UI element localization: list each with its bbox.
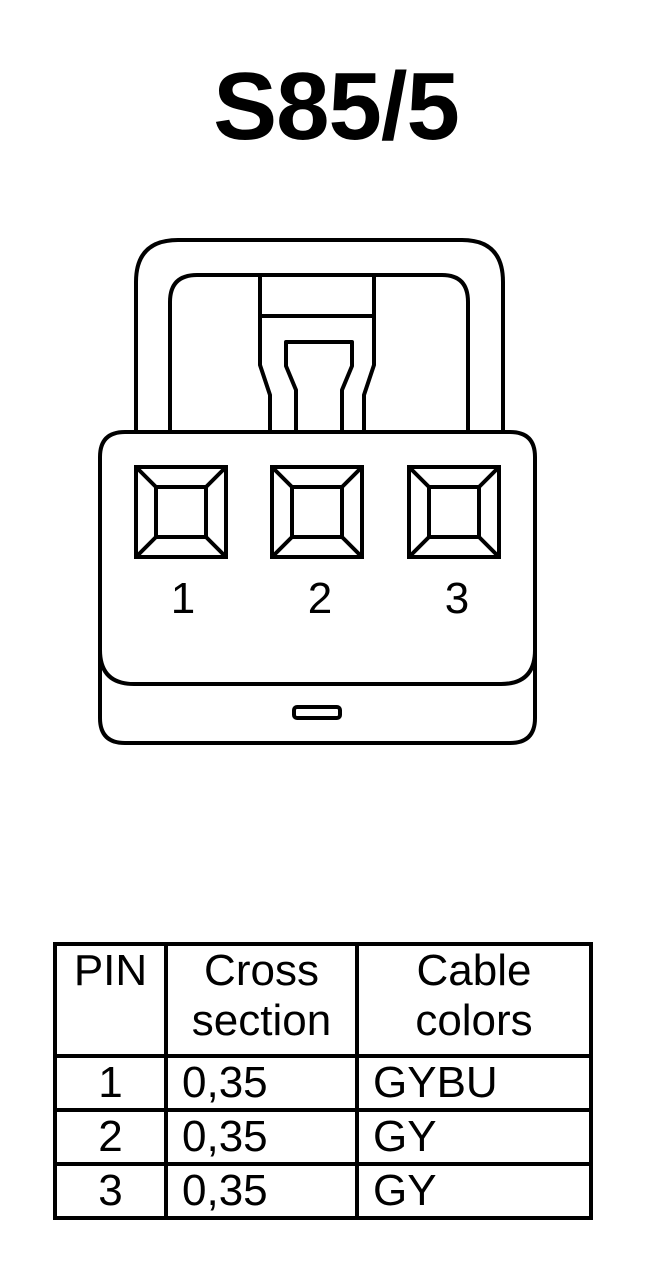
row-cable-color: GYBU [355,1054,593,1112]
pin-table-header: PIN Cross section Cable colors [53,942,593,1058]
row-pin: 3 [53,1162,168,1220]
header-cross-line1: Cross [204,946,319,995]
table-row: 1 0,35 GYBU [53,1054,593,1112]
pin-cavity-2 [270,465,364,559]
row-pin: 2 [53,1108,168,1166]
pin-table: PIN Cross section Cable colors 1 0,35 GY… [53,942,593,1220]
latch-tab-outer [258,275,272,432]
header-cross-line2: section [191,996,332,1045]
row-pin: 1 [53,1054,168,1112]
pin-label-1: 1 [171,574,195,623]
pin-label-3: 3 [445,574,469,623]
row-cross-section: 0,35 [164,1162,359,1220]
latch-inner [168,273,470,432]
header-cable-line2: colors [415,996,533,1045]
latch-outer [134,238,505,432]
header-pin-label: PIN [73,946,148,995]
row-cable-color: GY [355,1108,593,1166]
latch-tab-inner [284,340,354,432]
latch-tab-outer-right [362,275,376,432]
header-cross-section: Cross section [164,942,359,1058]
housing-body [98,430,537,745]
pin-label-2: 2 [308,574,332,623]
housing-ledge [98,649,537,686]
row-cross-section: 0,35 [164,1054,359,1112]
row-cable-color: GY [355,1162,593,1220]
header-pin: PIN [53,942,168,1058]
pin-cavity-1 [134,465,228,559]
table-row: 3 0,35 GY [53,1162,593,1220]
pin-cavity-3 [407,465,501,559]
header-cable-colors: Cable colors [355,942,593,1058]
connector-title: S85/5 [213,53,460,160]
row-cross-section: 0,35 [164,1108,359,1166]
connector-diagram: 1 2 3 [98,238,537,745]
table-row: 2 0,35 GY [53,1108,593,1166]
housing-slot [292,705,342,720]
header-cable-line1: Cable [416,946,532,995]
